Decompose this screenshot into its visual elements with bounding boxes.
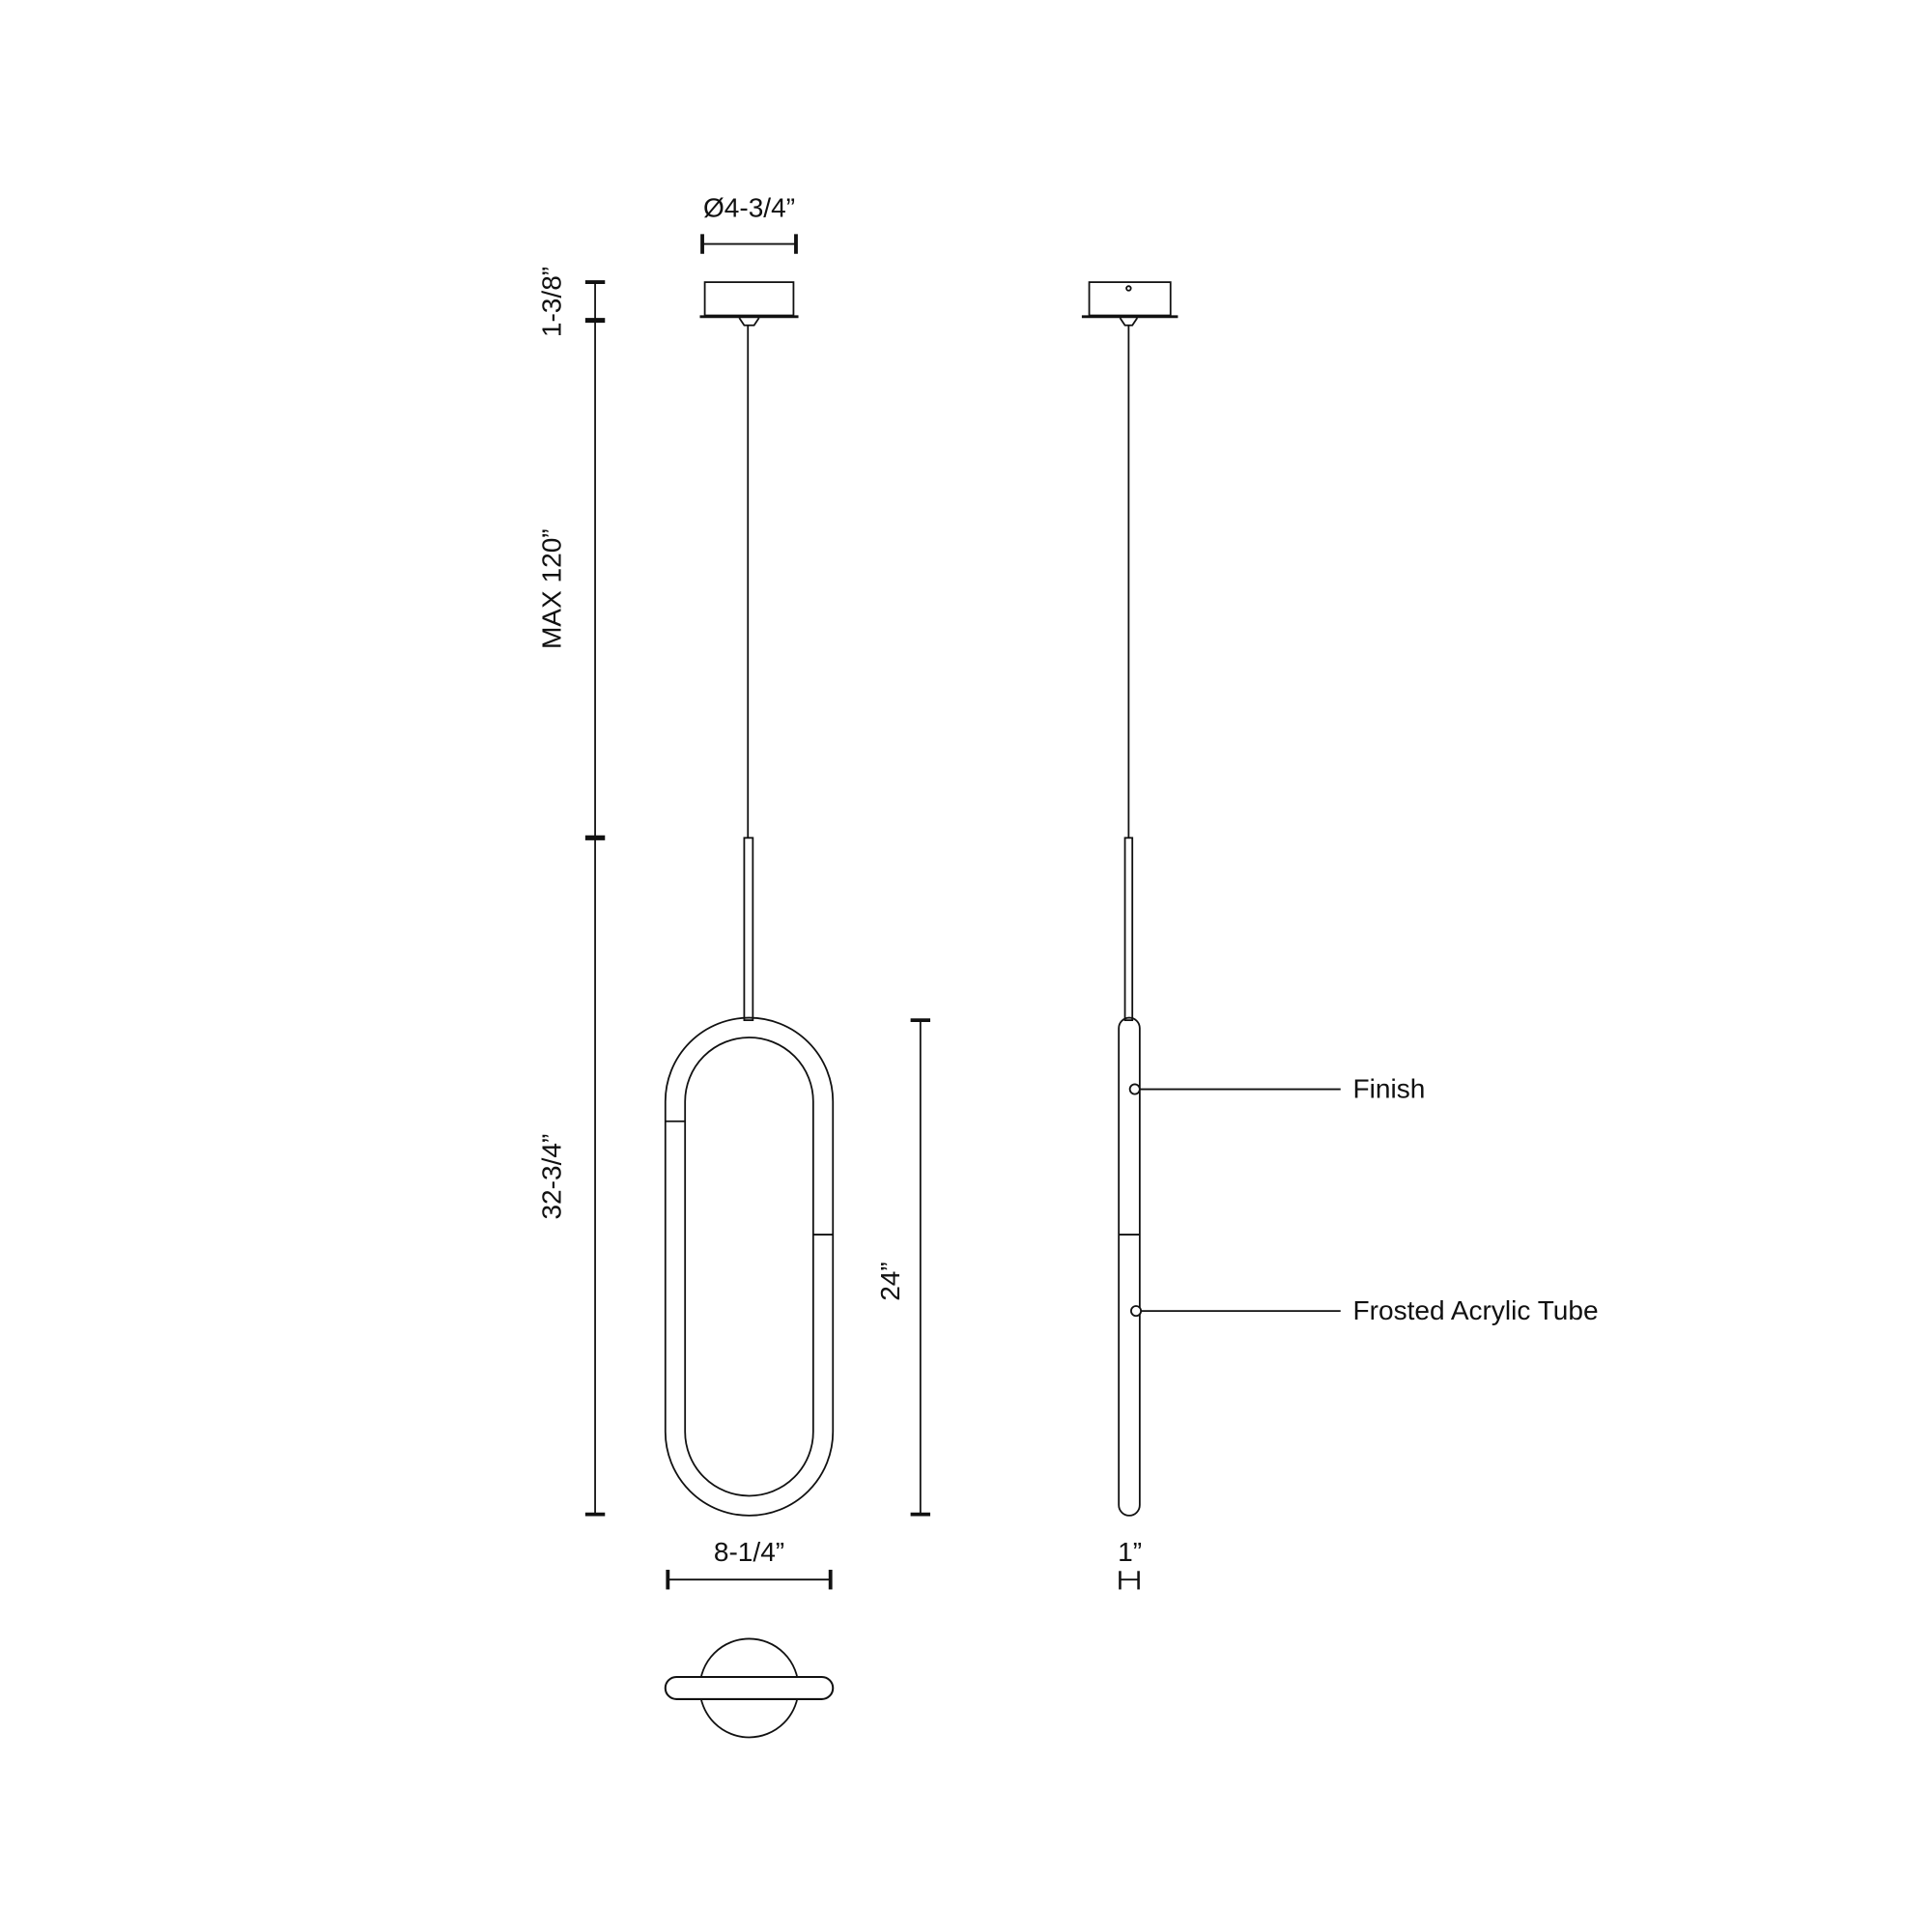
callout-finish: Finish (1128, 1073, 1426, 1103)
loop-height-label: 24” (875, 1262, 905, 1301)
loop-width-label: 8-1/4” (714, 1537, 784, 1567)
canopy-diameter-dimension (700, 234, 798, 254)
tube-label: Frosted Acrylic Tube (1353, 1295, 1599, 1325)
front-view: Ø4-3/4” 8-1/4” (664, 192, 835, 1590)
loop-width-dimension (666, 1570, 833, 1590)
overall-height-label: 32-3/4” (536, 1134, 566, 1220)
stem (743, 837, 754, 1022)
canopy-height-label: 1-3/8” (536, 267, 566, 337)
bottom-view (664, 1637, 835, 1739)
canopy-diameter-label: Ø4-3/4” (703, 192, 795, 222)
loop-fixture (664, 1016, 835, 1517)
loop-height-dimension: 24” (875, 1018, 931, 1517)
overall-dimensions: 1-3/8” MAX 120” 32-3/4” (536, 267, 606, 1517)
callout-tube: Frosted Acrylic Tube (1130, 1295, 1599, 1325)
finish-label: Finish (1353, 1073, 1426, 1103)
canopy (699, 281, 799, 327)
tube-depth-label: 1” (1118, 1537, 1142, 1567)
tube-depth-dimension (1119, 1571, 1140, 1590)
side-view: 1” (1081, 281, 1179, 1590)
cord-max-label: MAX 120” (536, 528, 566, 649)
